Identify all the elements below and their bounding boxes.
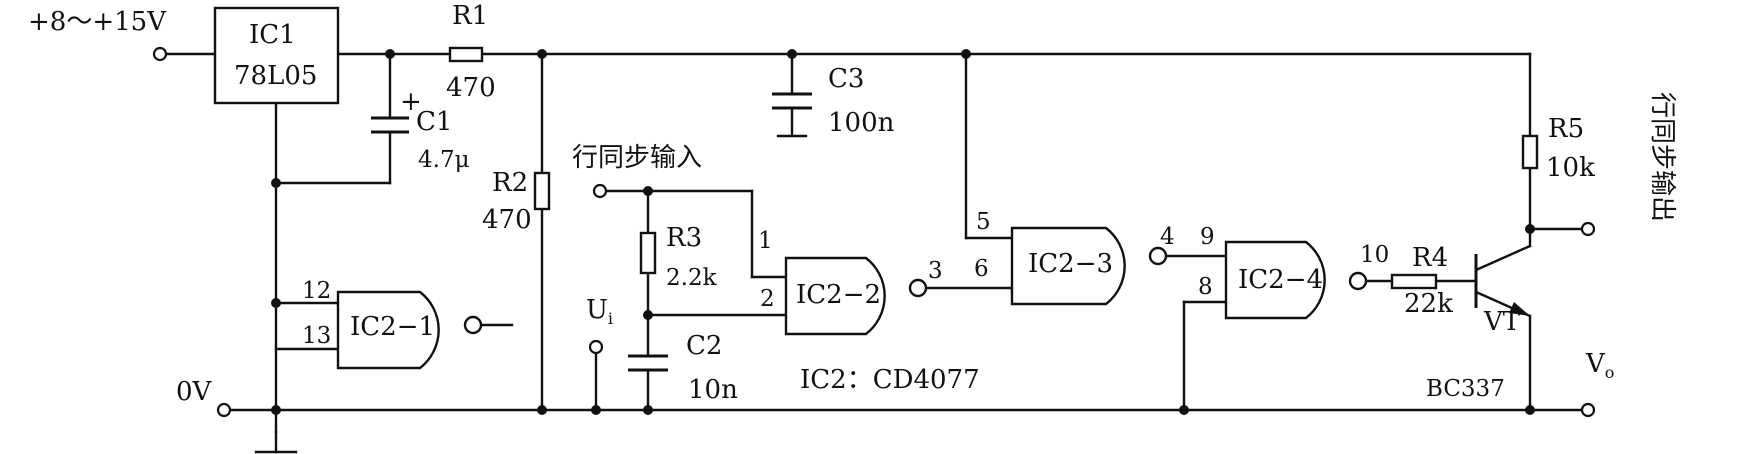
resistor-r2: R2 470: [482, 168, 551, 235]
g3-pin-out: 4: [1160, 224, 1175, 250]
r4-value: 22k: [1404, 289, 1453, 319]
supply-input-label: +8～+15V: [28, 7, 167, 37]
nand-gate-ic2-1: IC2−1 12 13: [302, 278, 483, 370]
sync-input-label: 行同步输入: [572, 143, 702, 173]
g3-pin-b: 6: [974, 256, 989, 282]
nand-gate-ic2-3: IC2−3 5 6 4: [974, 209, 1175, 306]
c1-polarity: +: [400, 87, 422, 117]
c1-ref: C1: [416, 107, 452, 137]
input-terminal: [152, 46, 168, 62]
g4-pin-a: 9: [1200, 224, 1215, 250]
g3-ref: IC2−3: [1028, 249, 1113, 279]
r1-value: 470: [446, 73, 496, 103]
g3-pin-a: 5: [976, 209, 991, 235]
ground-label: 0V: [176, 377, 213, 407]
c1-value: 4.7μ: [418, 147, 470, 173]
wiring: [164, 52, 1584, 454]
regulator-ref: IC1: [249, 20, 296, 50]
r3-ref: R3: [666, 223, 702, 253]
nand-gate-ic2-2: IC2−2 1 2 3: [758, 228, 943, 336]
ic-note: IC2：CD4077: [800, 365, 980, 395]
resistor-r5: R5 10k: [1521, 114, 1595, 183]
g4-pin-b: 8: [1198, 274, 1213, 300]
r5-value: 10k: [1546, 153, 1595, 183]
r2-value: 470: [482, 205, 532, 235]
r3-value: 2.2k: [666, 265, 718, 291]
resistor-r4: R4 22k: [1390, 243, 1453, 319]
transistor-ref: VT: [1483, 307, 1521, 337]
nand-gate-ic2-4: IC2−4 9 8 10: [1198, 224, 1389, 320]
junctions: [271, 49, 1535, 415]
g2-pin-b: 2: [760, 286, 775, 312]
transistor-vt: VT BC337: [1426, 244, 1532, 402]
sync-input-terminal: [592, 183, 608, 199]
resistor-r3: R3 2.2k: [639, 223, 718, 291]
c2-ref: C2: [686, 331, 722, 361]
sync-output-label: 行同步输出: [1647, 92, 1677, 222]
capacitor-c2: C2 10n: [628, 331, 738, 405]
r4-ref: R4: [1412, 243, 1448, 273]
r5-ref: R5: [1548, 114, 1584, 144]
vo-label: Vo: [1585, 349, 1614, 382]
g1-pin-a: 12: [302, 278, 331, 304]
capacitor-c1: + C1 4.7μ: [371, 87, 470, 173]
ground-terminal: [216, 402, 232, 418]
terminals: [152, 46, 1596, 418]
g2-pin-out: 3: [928, 258, 943, 284]
r1-ref: R1: [452, 1, 488, 31]
g4-pin-out: 10: [1360, 242, 1389, 268]
c3-ref: C3: [828, 64, 864, 94]
c2-value: 10n: [688, 375, 738, 405]
regulator-part: 78L05: [234, 61, 317, 91]
sync-output-terminal: [1580, 221, 1596, 237]
c3-value: 100n: [828, 108, 895, 138]
g1-ref: IC2−1: [350, 312, 435, 342]
g1-pin-b: 13: [302, 323, 331, 349]
regulator-ic1: IC1 78L05: [213, 6, 340, 105]
g2-ref: IC2−2: [796, 280, 881, 310]
ui-label: Ui: [586, 295, 613, 328]
transistor-part: BC337: [1426, 376, 1505, 402]
g2-pin-a: 1: [758, 228, 773, 254]
capacitor-c3: C3 100n: [772, 64, 895, 138]
r2-ref: R2: [492, 168, 528, 198]
vo-terminal: [1580, 402, 1596, 418]
ui-terminal: [588, 339, 604, 355]
g4-ref: IC2−4: [1238, 265, 1323, 295]
resistor-r1: R1 470: [446, 1, 496, 103]
